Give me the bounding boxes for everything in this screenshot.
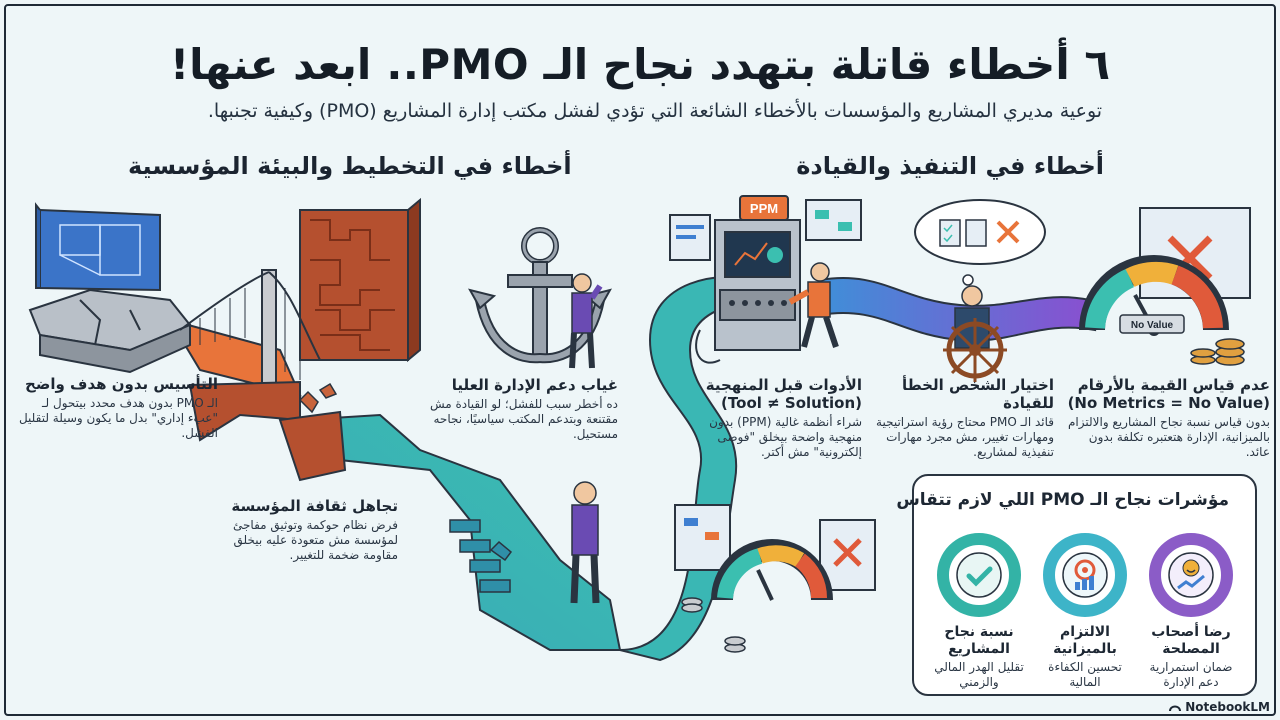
- thinking-person-figure: [569, 273, 603, 369]
- mistake-6-no-metrics: عدم قياس القيمة بالأرقام (No Metrics = N…: [1066, 376, 1270, 460]
- mistake-title: غياب دعم الإدارة العليا: [451, 376, 618, 394]
- mistake-4-tools-before-methodology: الأدوات قبل المنهجية (Tool ≠ Solution) ش…: [676, 376, 862, 460]
- mistake-body: فرض نظام حوكمة وتوثيق مفاجئ لمؤسسة مش مت…: [233, 518, 398, 562]
- blueprint-foundation-illustration: [28, 202, 192, 374]
- mistake-body: قائد الـ PMO محتاج رؤية استراتيجية ومهار…: [876, 415, 1054, 459]
- ppm-machine-illustration: PPM: [669, 195, 862, 364]
- mistake-body: شراء أنظمة غالية (PPM) بدون منهجية واضحة…: [709, 415, 862, 459]
- kpi-body: تقليل الهدر المالي والزمني: [934, 660, 1024, 689]
- smiley-trend-icon: [1149, 533, 1233, 617]
- mistake-body: بدون قياس نسبة نجاح المشاريع والالتزام ب…: [1067, 415, 1270, 459]
- check-icon: [937, 533, 1021, 617]
- bridge-wall-illustration: [179, 197, 513, 562]
- target-chart-icon: [1043, 533, 1127, 617]
- mistake-1-no-clear-goal: التأسيس بدون هدف واضح الـ PMO بدون هدف م…: [18, 375, 218, 441]
- kpi-title: نسبة نجاح المشاريع: [944, 624, 1014, 657]
- no-value-gauge-illustration: No Value: [1079, 207, 1251, 366]
- confused-man-figure: [570, 481, 600, 604]
- dashboard-gauge-illustration: [674, 504, 876, 653]
- section-heading-planning: أخطاء في التخطيط والبيئة المؤسسية: [128, 152, 572, 180]
- kpi-budget-adherence: الالتزام بالميزانية تحسين الكفاءة المالي…: [1035, 532, 1135, 690]
- mistake-body: ده أخطر سبب للفشل؛ لو القيادة مش مقتنعة …: [429, 397, 618, 441]
- section-heading-execution: أخطاء في التنفيذ والقيادة: [796, 152, 1104, 180]
- notebooklm-logo-icon: [1169, 705, 1182, 712]
- helmsman-illustration: [914, 199, 1046, 382]
- kpi-title: رضا أصحاب المصلحة: [1151, 624, 1231, 657]
- mistake-title: الأدوات قبل المنهجية (Tool ≠ Solution): [705, 376, 862, 412]
- mistake-body: الـ PMO بدون هدف محدد بيتحول لـ "عبء إدا…: [18, 396, 218, 440]
- mistake-2-no-leadership-support: غياب دعم الإدارة العليا ده أخطر سبب للفش…: [422, 376, 618, 442]
- mistake-title: عدم قياس القيمة بالأرقام (No Metrics = N…: [1067, 376, 1270, 412]
- kpi-body: تحسين الكفاءة المالية: [1048, 660, 1122, 689]
- kpi-panel: مؤشرات نجاح الـ PMO اللي لازم تتقاس نسبة…: [896, 474, 1257, 696]
- kpi-title: الالتزام بالميزانية: [1053, 624, 1117, 657]
- mistake-5-wrong-leader: اختيار الشخص الخطأ للقيادة قائد الـ PMO …: [876, 376, 1054, 460]
- mistake-3-ignoring-culture: تجاهل ثقافة المؤسسة فرض نظام حوكمة وتوثي…: [216, 497, 398, 563]
- brand-watermark: NotebookLM: [1169, 700, 1270, 714]
- gauge-label-text: No Value: [1131, 320, 1174, 331]
- page-subtitle: توعية مديري المشاريع والمؤسسات بالأخطاء …: [207, 100, 1103, 122]
- mistake-title: اختيار الشخص الخطأ للقيادة: [901, 376, 1054, 412]
- brand-name: NotebookLM: [1185, 700, 1270, 714]
- kpi-project-success-rate: نسبة نجاح المشاريع تقليل الهدر المالي وا…: [929, 532, 1029, 690]
- kpi-stakeholder-satisfaction: رضا أصحاب المصلحة ضمان استمرارية دعم الإ…: [1141, 532, 1241, 690]
- mistake-title: التأسيس بدون هدف واضح: [25, 375, 218, 393]
- mistake-title: تجاهل ثقافة المؤسسة: [231, 497, 398, 515]
- kpi-panel-title: مؤشرات نجاح الـ PMO اللي لازم تتقاس: [896, 490, 1229, 510]
- ppm-sign-text: PPM: [750, 201, 778, 216]
- page-title: ٦ أخطاء قاتلة بتهدد نجاح الـ PMO.. ابعد …: [170, 40, 1110, 89]
- anchor-illustration: [468, 227, 612, 364]
- kpi-body: ضمان استمرارية دعم الإدارة: [1149, 660, 1233, 689]
